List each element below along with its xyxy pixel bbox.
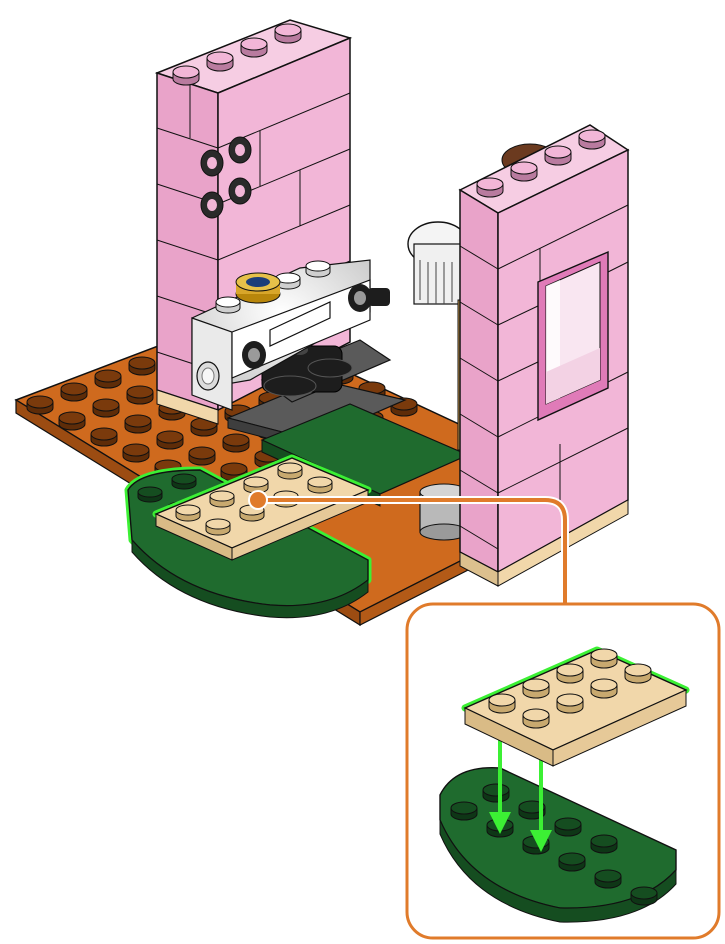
pink-stud (579, 130, 605, 149)
green-stud (631, 887, 657, 905)
orange-stud (93, 399, 119, 417)
pink-stud (545, 146, 571, 165)
orange-stud (91, 428, 117, 446)
tan-stud (489, 694, 515, 713)
orange-stud (223, 434, 249, 452)
pink-stud (207, 52, 233, 71)
orange-stud (127, 386, 153, 404)
white-stud (216, 297, 240, 313)
highlighted-parts-on-model (128, 458, 368, 618)
tan-stud (206, 519, 230, 535)
tan-stud (557, 694, 583, 713)
green-stud (559, 853, 585, 871)
orange-stud (95, 370, 121, 388)
green-stud (555, 818, 581, 836)
pink-stud (477, 178, 503, 197)
gold-round-tile (236, 273, 280, 303)
tan-stud (278, 463, 302, 479)
green-stud (172, 474, 196, 489)
tan-stud (210, 491, 234, 507)
tan-stud (523, 709, 549, 728)
orange-stud (157, 431, 183, 449)
tan-stud (308, 477, 332, 493)
orange-stud (123, 444, 149, 462)
pink-stud (511, 162, 537, 181)
orange-stud (61, 383, 87, 401)
tan-stud (625, 664, 651, 683)
green-stud (591, 835, 617, 853)
white-stud (306, 261, 330, 277)
orange-stud (27, 396, 53, 414)
callout-box (407, 604, 719, 938)
orange-stud (129, 357, 155, 375)
green-stud (451, 802, 477, 820)
right-pink-wall (460, 125, 628, 586)
tan-stud (176, 505, 200, 521)
pink-stud (173, 66, 199, 85)
green-stud (483, 784, 509, 802)
orange-stud (125, 415, 151, 433)
tan-stud (557, 664, 583, 683)
pink-stud (241, 38, 267, 57)
green-stud (138, 487, 162, 502)
tan-stud (591, 679, 617, 698)
pink-stud (275, 24, 301, 43)
orange-stud (59, 412, 85, 430)
green-stud (595, 870, 621, 888)
orange-stud (189, 447, 215, 465)
tan-stud (523, 679, 549, 698)
tan-stud (591, 649, 617, 668)
